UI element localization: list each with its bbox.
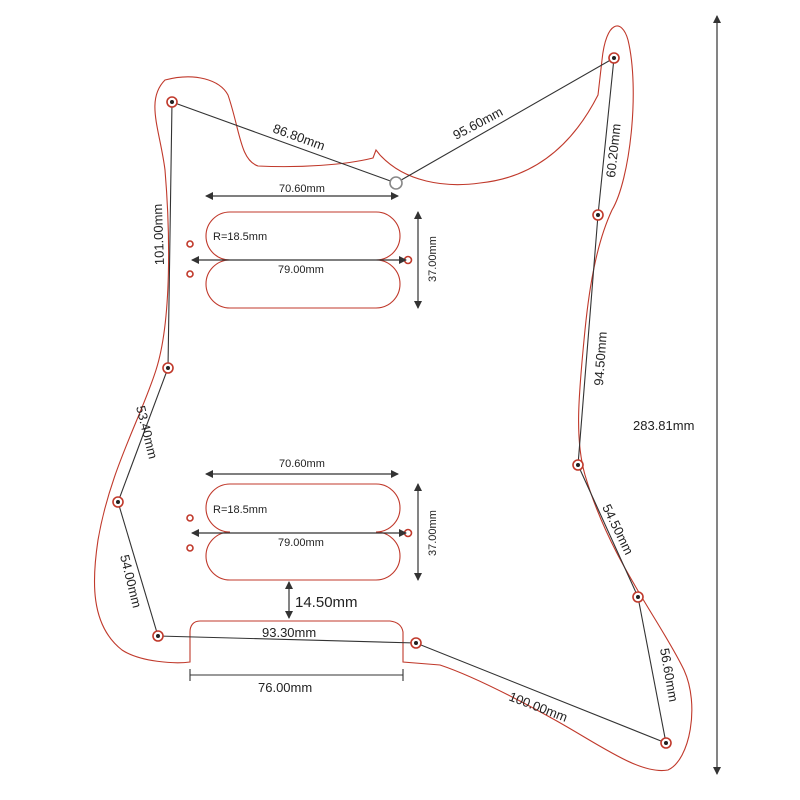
neck-pickup-hole: [186, 270, 194, 278]
screw-hole: [389, 176, 403, 190]
right-bottom-length-label: 56.60mm: [657, 647, 681, 703]
neck-height-label: 37.00mm: [427, 236, 439, 282]
top-right-length-label: 95.60mm: [450, 104, 505, 143]
bridge-pickup-hole: [186, 544, 194, 552]
right-upper-length-label: 60.20mm: [603, 123, 624, 178]
screw-holes: [112, 52, 672, 749]
neck-width-center-label: 79.00mm: [278, 264, 324, 276]
bridge-width-center-label: 79.00mm: [278, 537, 324, 549]
bottom-cutout-width-label: 76.00mm: [258, 680, 312, 695]
left-upper-length-label: 101.00mm: [150, 204, 167, 266]
bottom-right-length-label: 100.00mm: [507, 689, 570, 725]
right-middle-length-label: 94.50mm: [591, 331, 610, 386]
pickup-gap-label: 14.50mm: [295, 594, 358, 611]
neck-width-top-label: 70.60mm: [279, 183, 325, 195]
bridge-pickup-cutout: [205, 483, 401, 581]
bridge-width-top-label: 70.60mm: [279, 458, 325, 470]
perimeter-dimension-lines: [117, 56, 667, 744]
bridge-radius-label: R=18.5mm: [213, 504, 267, 516]
bridge-pickup-hole: [186, 514, 194, 522]
pickguard-outline: [93, 25, 693, 772]
neck-radius-label: R=18.5mm: [213, 231, 267, 243]
bottom-edge-label: 93.30mm: [262, 625, 316, 640]
neck-pickup-hole: [186, 240, 194, 248]
left-lower-length-label: 54.00mm: [117, 553, 145, 609]
overall-height-label: 283.81mm: [633, 418, 694, 433]
bridge-height-label: 37.00mm: [427, 510, 439, 556]
